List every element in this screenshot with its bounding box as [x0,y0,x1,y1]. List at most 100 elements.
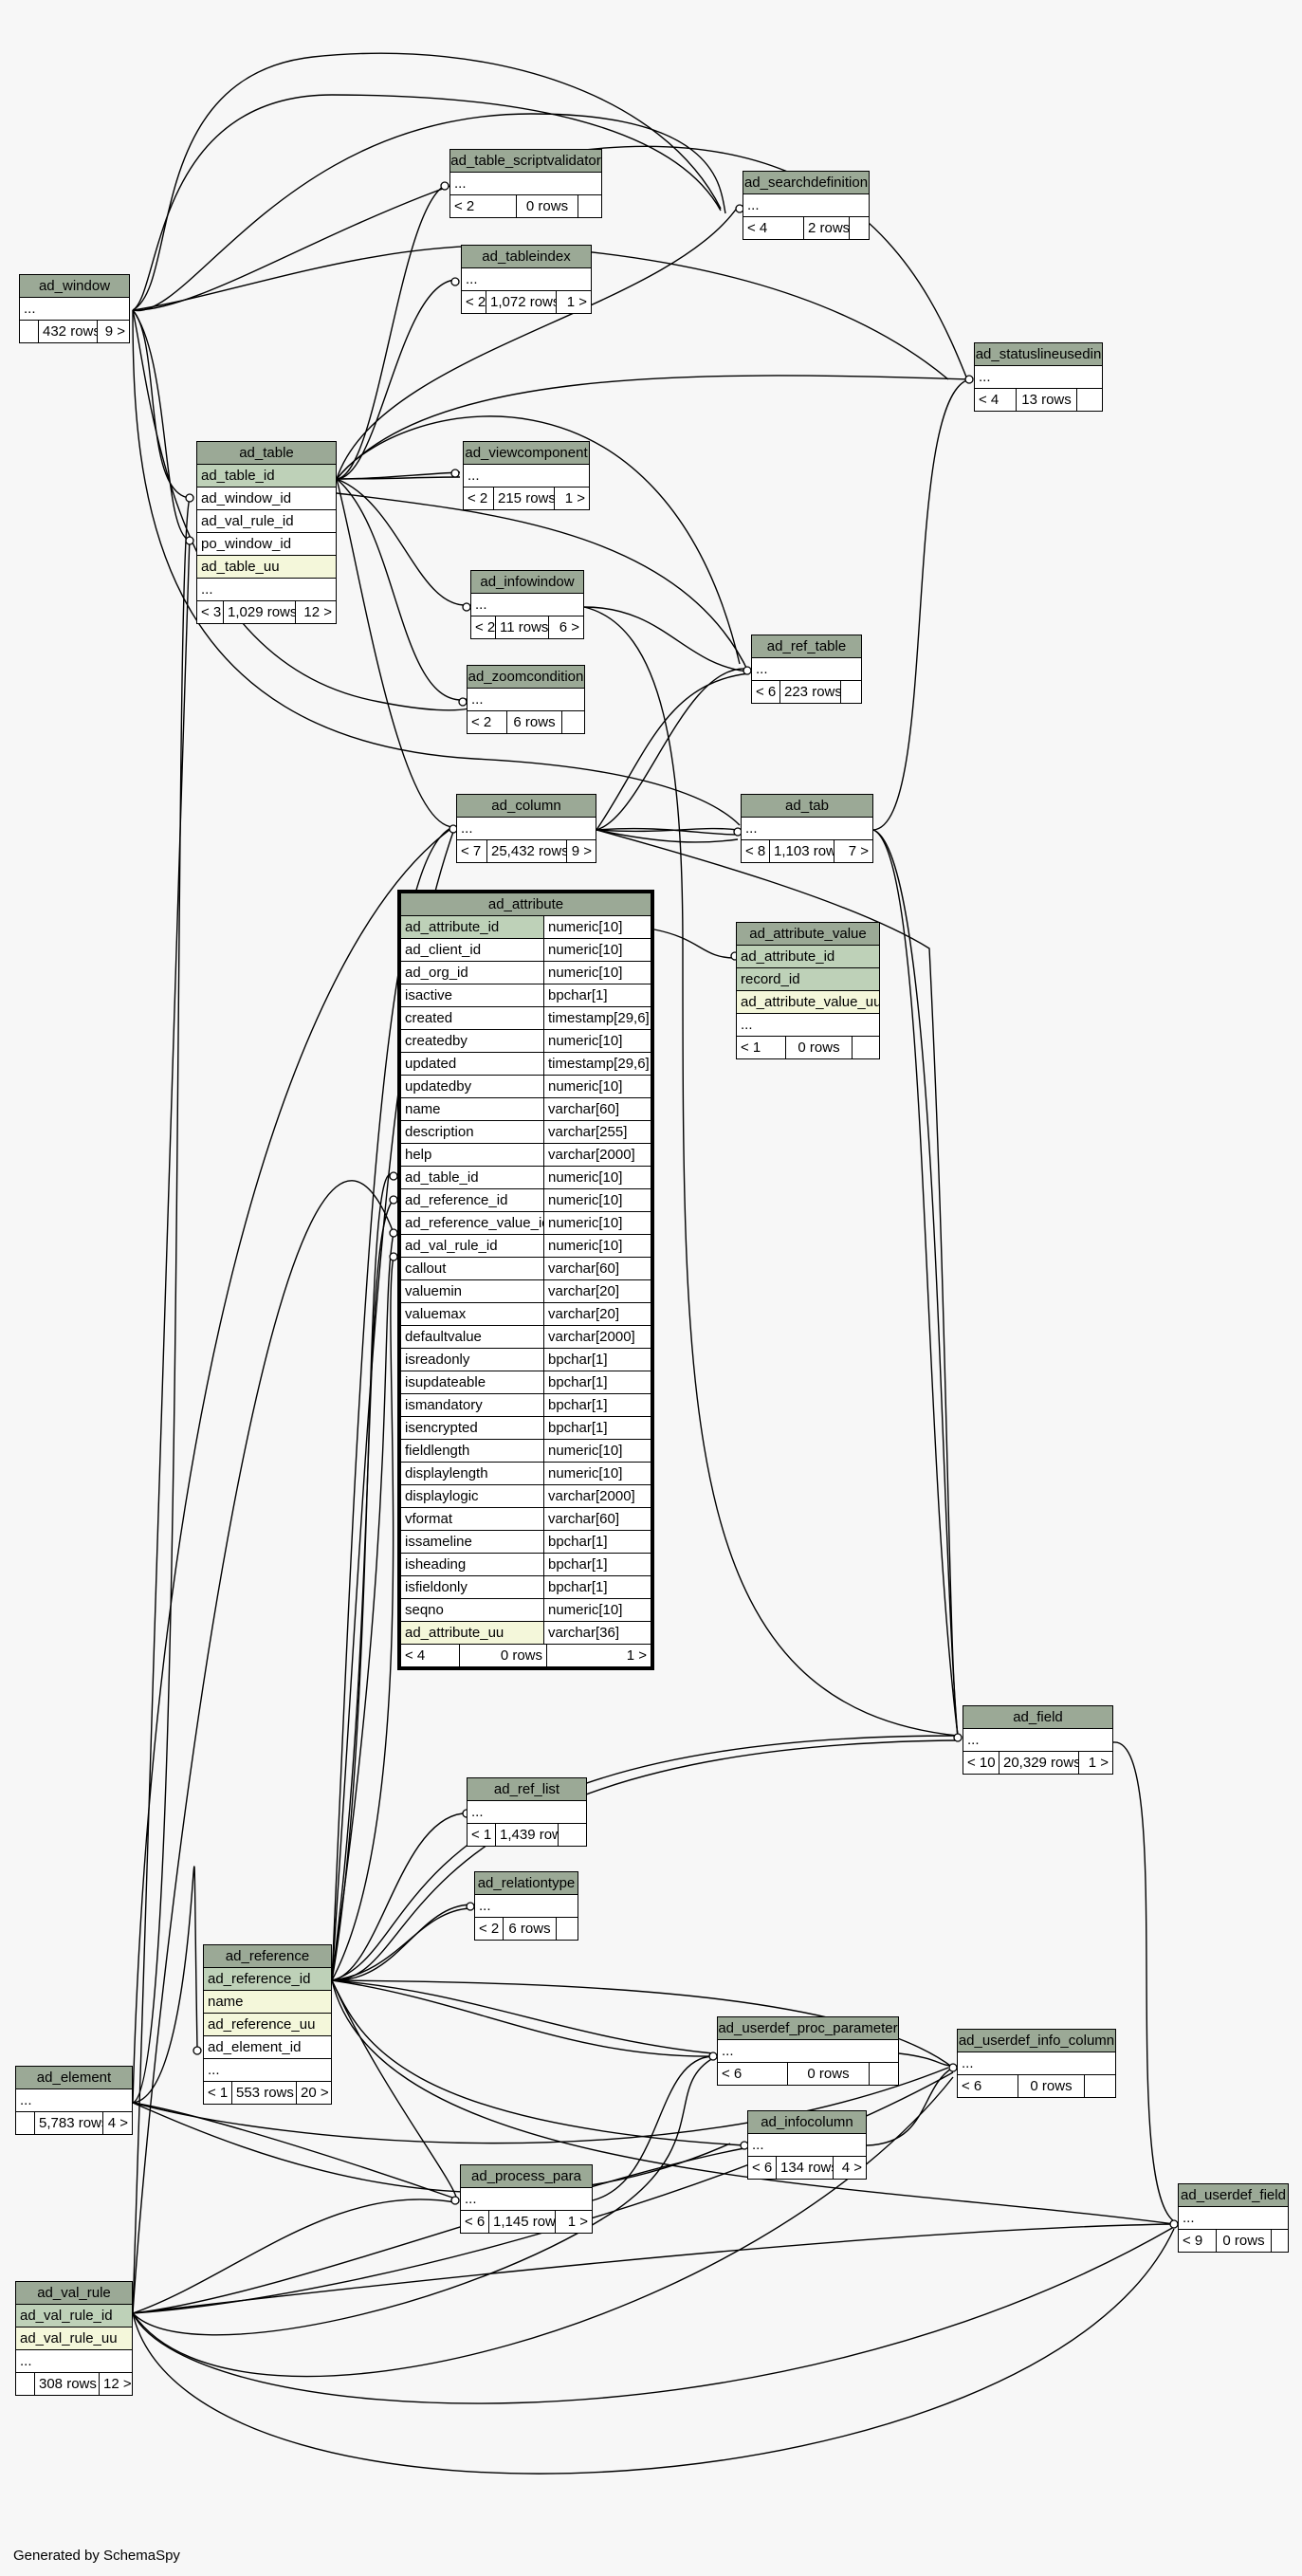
relationship-line [653,929,736,959]
relationship-line [336,375,970,480]
relationship-line [331,1979,714,2054]
column-type: bpchar[1] [544,1371,651,1393]
column-name: isfieldonly [401,1576,544,1598]
table-header[interactable]: ad_statuslineusedin [975,343,1102,366]
elided-columns: ... [471,594,583,616]
column-name: ad_table_id [401,1167,544,1188]
relationship-line [331,1979,954,2069]
table-header[interactable]: ad_infocolumn [748,2111,866,2134]
child-count [850,217,869,239]
column-type: numeric[10] [544,1030,651,1052]
child-count: 9 > [104,323,125,340]
row-count: 6 rows [504,1918,557,1940]
table-header[interactable]: ad_searchdefinition [743,172,869,194]
ellipsis: ... [745,820,758,837]
table-header[interactable]: ad_attribute [401,893,651,916]
table-header[interactable]: ad_reference [204,1945,331,1968]
table-header[interactable]: ad_field [963,1706,1112,1729]
child-count: 9 > [571,843,592,859]
table-column: ad_val_rule_id [197,510,336,533]
relationship-end-marker [462,602,471,612]
table-ad-ref-list[interactable]: ad_ref_list...< 11,439 rows [467,1777,587,1847]
elided-columns: ... [737,1014,879,1037]
row-count: 0 rows [788,2063,870,2085]
table-header[interactable]: ad_infowindow [471,571,583,594]
table-column: ad_reference_id [204,1968,331,1991]
relationship-line [132,2067,949,2144]
table-header[interactable]: ad_table_scriptvalidator [450,150,601,173]
column-name: ad_org_id [401,962,544,984]
relationship-end-marker [466,1902,475,1911]
table-header[interactable]: ad_relationtype [475,1872,578,1895]
table-header[interactable]: ad_element [16,2067,132,2089]
relationship-line [132,309,741,826]
table-header[interactable]: ad_viewcomponent [464,442,589,465]
child-count [559,1824,586,1846]
column-name: ismandatory [401,1394,544,1416]
elided-columns: ... [457,818,596,840]
table-header[interactable]: ad_process_para [461,2165,592,2188]
table-header[interactable]: ad_column [457,795,596,818]
table-header[interactable]: ad_zoomcondition [468,666,584,689]
table-header[interactable]: ad_ref_table [752,635,861,658]
parent-count: < 1 [468,1824,496,1846]
table-column: po_window_id [197,533,336,556]
table-stats: < 11,439 rows [468,1824,586,1846]
table-ad-tab[interactable]: ad_tab...< 81,103 rows7 > [741,794,873,863]
row-count: 223 rows [780,681,841,703]
table-header[interactable]: ad_ref_list [468,1778,586,1801]
elided-columns: ... [975,366,1102,389]
child-count: 1 > [564,490,585,506]
relationship-end-marker [743,666,752,675]
relationship-line [331,1256,394,1981]
table-header[interactable]: ad_table [197,442,336,465]
column-type: bpchar[1] [544,1531,651,1553]
elided-columns: ... [20,298,129,321]
table-header[interactable]: ad_window [20,275,129,298]
table-header[interactable]: ad_userdef_info_column [958,2030,1115,2052]
table-header[interactable]: ad_userdef_proc_parameter [718,2017,898,2040]
column-name: defaultvalue [401,1326,544,1348]
table-header[interactable]: ad_userdef_field [1179,2184,1288,2207]
row-count: 134 rows [777,2157,834,2179]
table-header[interactable]: ad_tab [742,795,872,818]
table-header[interactable]: ad_val_rule [16,2282,132,2305]
table-header[interactable]: ad_tableindex [462,246,591,268]
ellipsis: ... [475,597,487,613]
generated-by-footer: Generated by SchemaSpy [13,2548,180,2564]
table-header[interactable]: ad_attribute_value [737,923,879,946]
